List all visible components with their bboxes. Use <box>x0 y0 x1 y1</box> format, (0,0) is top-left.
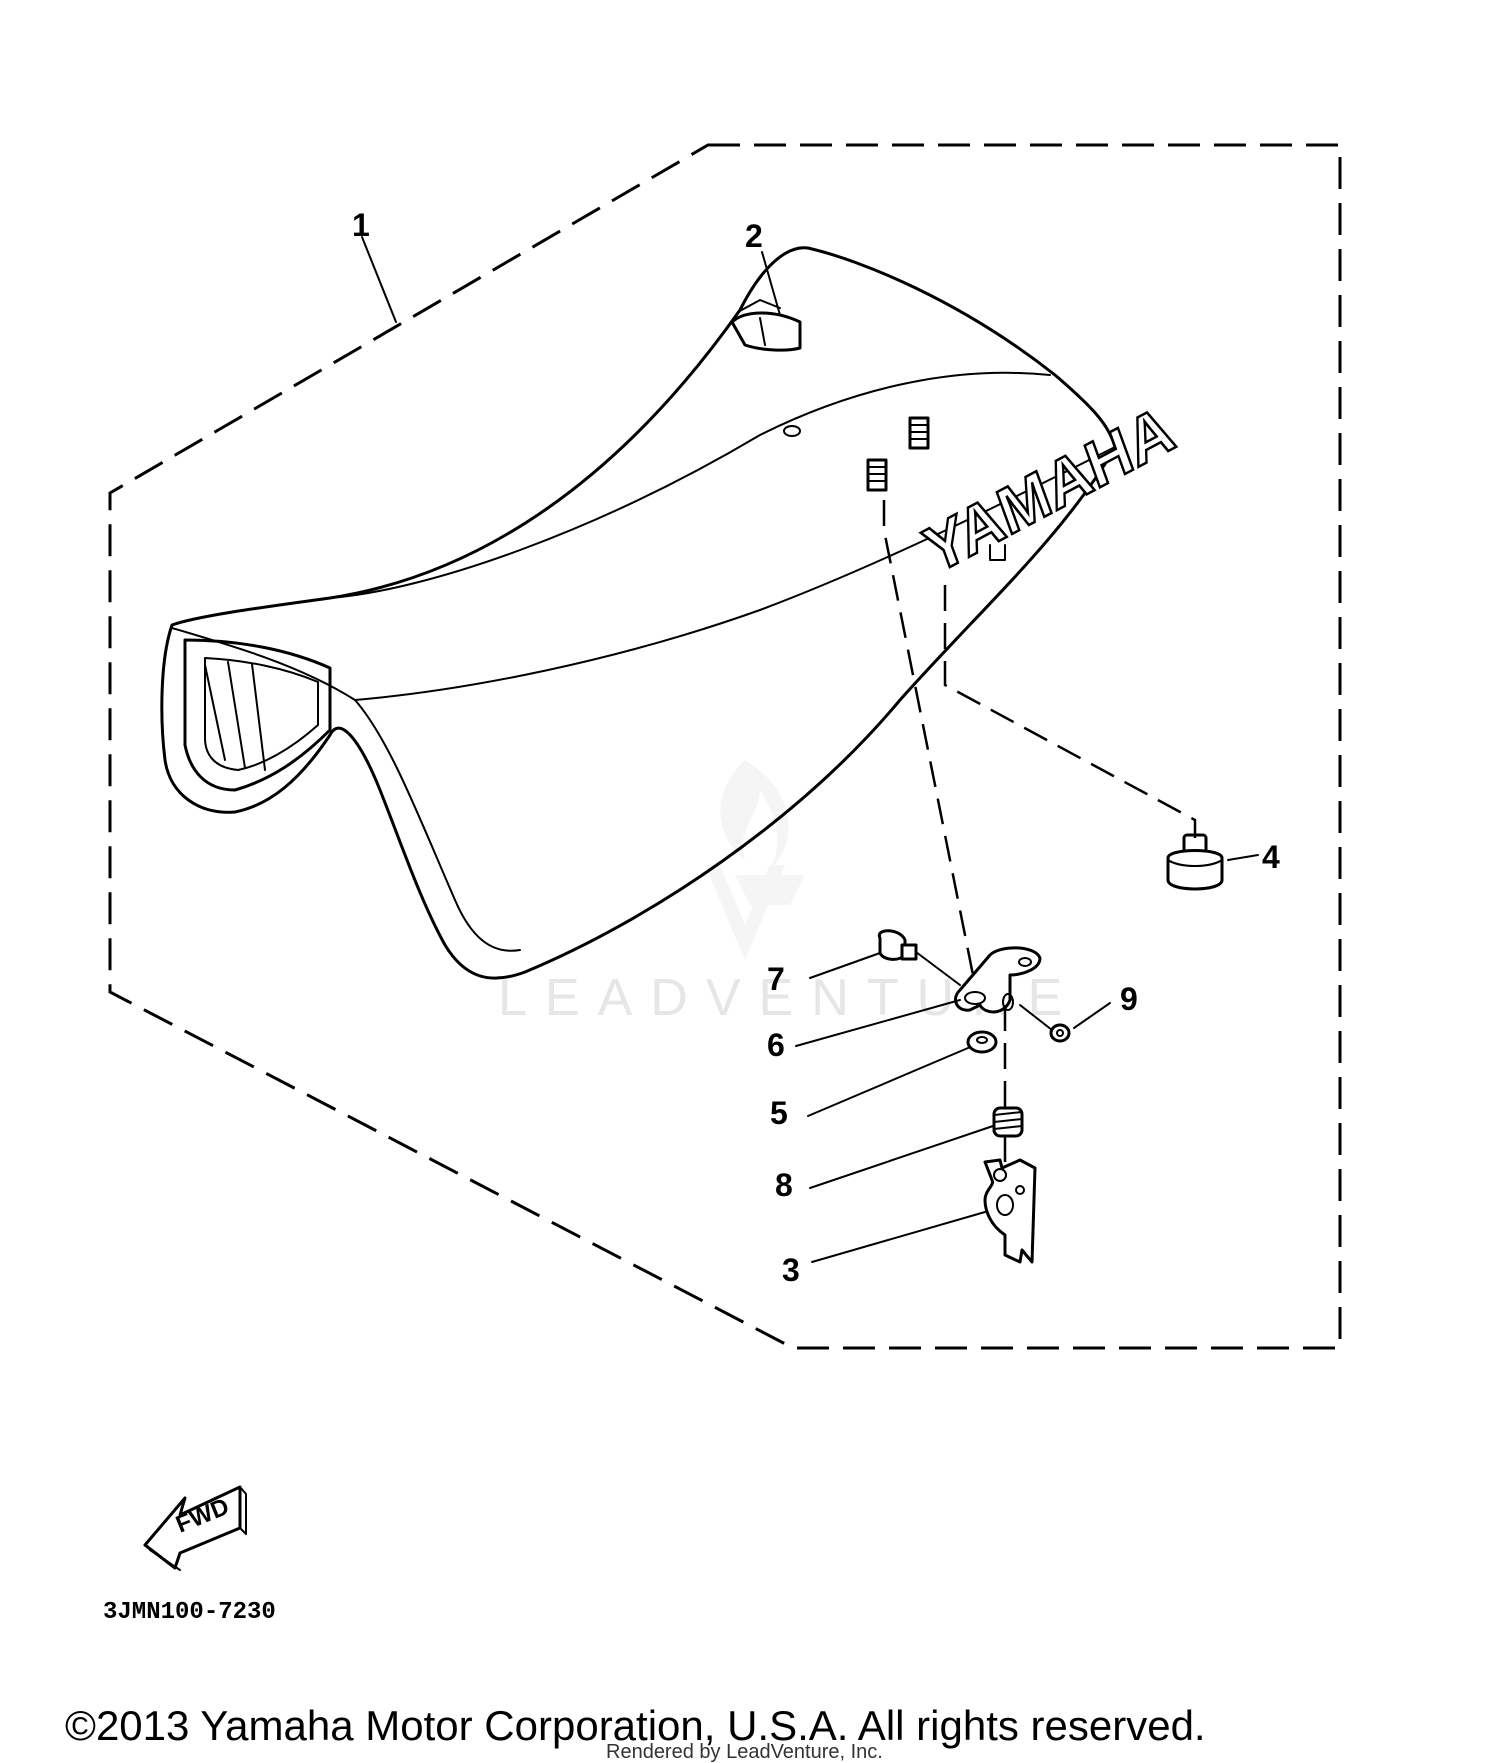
part-8-spring <box>992 1106 1024 1138</box>
part-3-lock-plate <box>983 1158 1037 1264</box>
callout-2: 2 <box>745 218 763 254</box>
callout-4: 4 <box>1262 839 1280 875</box>
centerline-stud <box>882 500 977 986</box>
diagram-code: 3JMN100-7230 <box>103 1599 276 1626</box>
leader-lines <box>361 236 1259 1263</box>
part-4-damper <box>1166 833 1224 891</box>
callout-8: 8 <box>775 1167 793 1203</box>
seat-piping <box>354 699 521 952</box>
part-7-bolt <box>877 929 918 961</box>
watermark-logo <box>705 760 805 960</box>
seat-assembly <box>160 246 1117 980</box>
part-6-bracket <box>954 946 1042 1014</box>
rendered-by: Rendered by LeadVenture, Inc. <box>606 1741 883 1763</box>
assembly-boundary <box>108 143 1342 1350</box>
callout-9: 9 <box>1120 981 1138 1017</box>
part-9-clip <box>1049 1023 1071 1043</box>
seat-outline <box>160 246 1117 980</box>
callout-5: 5 <box>770 1095 788 1131</box>
seat-tail-ridge-3 <box>251 663 266 771</box>
part-2-strap <box>730 299 802 352</box>
callout-7: 7 <box>767 961 785 997</box>
seat-tail-inner <box>204 657 319 771</box>
seat-stud-front <box>908 416 930 450</box>
seat-hole <box>783 425 801 437</box>
seat-brand-logo: YAMAHA <box>915 391 1182 588</box>
centerline-clip <box>943 585 1197 838</box>
seat-crown-line <box>171 447 1114 701</box>
centerline-clip-9 <box>1019 1004 1053 1031</box>
part-5-washer <box>966 1030 998 1054</box>
callout-6: 6 <box>767 1027 785 1063</box>
callout-1: 1 <box>352 207 370 243</box>
callout-3: 3 <box>782 1252 800 1288</box>
copyright-notice: ©2013 Yamaha Motor Corporation, U.S.A. A… <box>65 1702 1206 1749</box>
seat-side-seam <box>329 371 1051 599</box>
seat-stud-rear <box>866 458 888 492</box>
fwd-arrow-icon <box>143 1485 247 1571</box>
seat-tail-ridge-2 <box>227 661 246 769</box>
seat-tail-opening <box>183 638 332 792</box>
centerline-bolt <box>915 951 961 986</box>
seat-clip-slot <box>989 544 1006 561</box>
seat-tail-ridge-1 <box>204 664 226 761</box>
